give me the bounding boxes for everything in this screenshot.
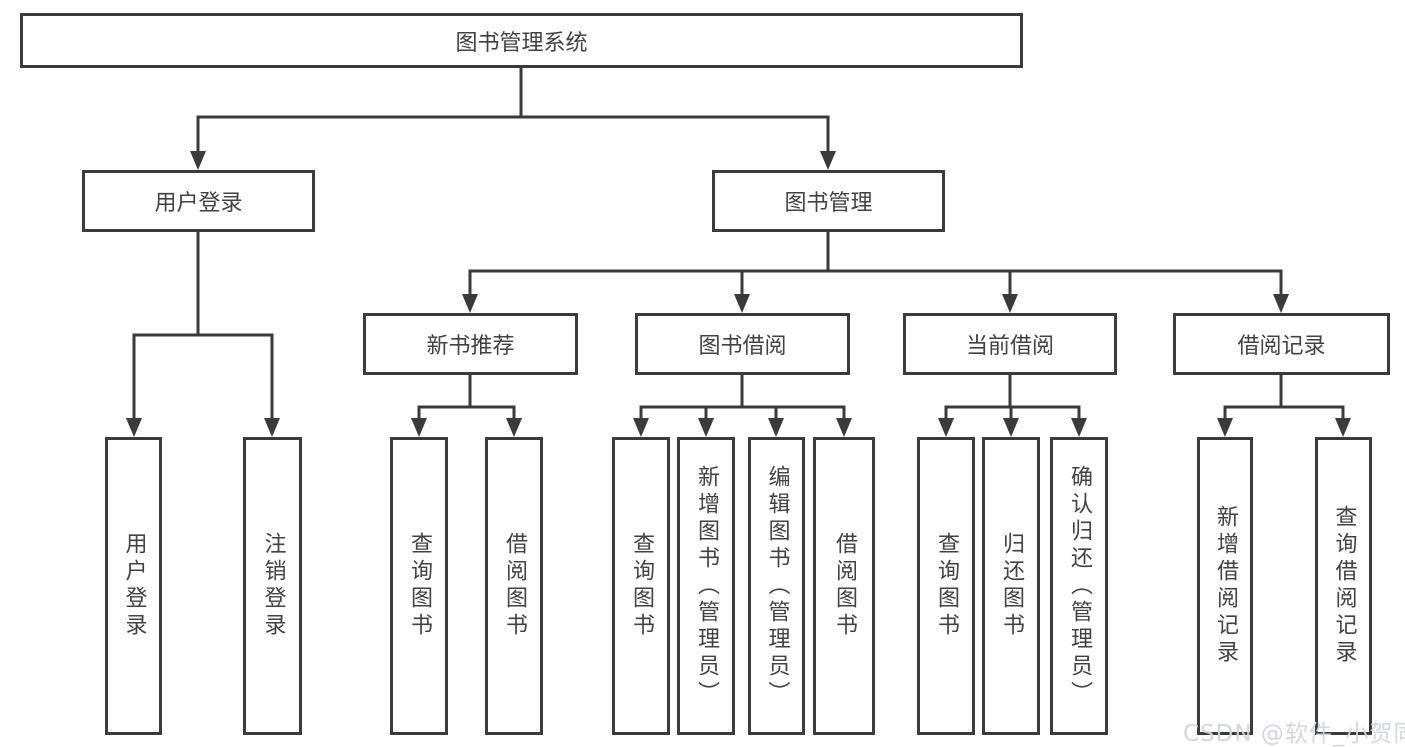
watermark: CSDN @软件_小贺同学 <box>1183 721 1405 747</box>
node-root-label: 图书管理系统 <box>455 30 588 56</box>
connector-new-books-children <box>417 375 516 419</box>
leaf-borrow-book: 借阅图书 <box>813 437 875 735</box>
leaf-new-books-borrow-label: 借阅图书 <box>502 532 527 640</box>
leaf-user-login-label: 用户登录 <box>121 532 147 640</box>
leaf-query-borrow-record-label: 查询借阅记录 <box>1331 505 1357 667</box>
node-root: 图书管理系统 <box>20 13 1023 68</box>
connector-root-to-level2 <box>196 68 830 152</box>
leaf-current-query-label: 查询图书 <box>934 532 959 640</box>
leaf-edit-book-admin: 编辑图书（管理员） <box>748 437 805 735</box>
leaf-return-book: 归还图书 <box>982 437 1040 735</box>
leaf-add-borrow-record-label: 新增借阅记录 <box>1213 505 1238 667</box>
leaf-new-books-query-label: 查询图书 <box>407 532 432 640</box>
leaf-current-query: 查询图书 <box>917 437 975 735</box>
leaf-logout: 注销登录 <box>243 437 302 735</box>
node-book-mgmt-label: 图书管理 <box>784 191 873 216</box>
node-user-login: 用户登录 <box>82 170 315 232</box>
leaf-borrow-query: 查询图书 <box>612 437 670 735</box>
connector-book-mgmt-sections <box>468 232 1283 295</box>
node-borrow-records-label: 借阅记录 <box>1237 334 1326 359</box>
leaf-confirm-return-admin-label: 确认归还（管理员） <box>1067 464 1092 708</box>
leaf-new-books-query: 查询图书 <box>390 437 448 735</box>
node-user-login-label: 用户登录 <box>154 191 243 216</box>
leaf-add-book-admin: 新增图书（管理员） <box>677 437 735 735</box>
leaf-confirm-return-admin: 确认归还（管理员） <box>1050 437 1108 735</box>
leaf-borrow-query-label: 查询图书 <box>629 532 654 640</box>
node-current-borrow: 当前借阅 <box>903 313 1117 375</box>
leaf-logout-label: 注销登录 <box>260 532 286 640</box>
arrowheads <box>126 151 1351 437</box>
leaf-add-borrow-record: 新增借阅记录 <box>1197 437 1253 735</box>
connector-book-borrow-children <box>639 375 846 419</box>
connector-user-login-children <box>132 232 274 419</box>
leaf-user-login: 用户登录 <box>105 437 162 735</box>
connector-borrow-records-children <box>1223 375 1345 419</box>
node-book-borrow-label: 图书借阅 <box>698 334 787 359</box>
node-new-books: 新书推荐 <box>363 313 578 375</box>
connector-current-borrow-children <box>944 375 1081 419</box>
leaf-query-borrow-record: 查询借阅记录 <box>1315 437 1372 735</box>
leaf-new-books-borrow: 借阅图书 <box>485 437 543 735</box>
leaf-edit-book-admin-label: 编辑图书（管理员） <box>764 464 790 708</box>
node-new-books-label: 新书推荐 <box>426 334 515 359</box>
node-book-mgmt: 图书管理 <box>712 170 945 232</box>
leaf-return-book-label: 归还图书 <box>999 532 1024 640</box>
node-book-borrow: 图书借阅 <box>635 313 850 375</box>
node-current-borrow-label: 当前借阅 <box>965 334 1054 359</box>
leaf-borrow-book-label: 借阅图书 <box>832 532 857 640</box>
node-borrow-records: 借阅记录 <box>1173 313 1390 375</box>
leaf-add-book-admin-label: 新增图书（管理员） <box>694 464 719 708</box>
